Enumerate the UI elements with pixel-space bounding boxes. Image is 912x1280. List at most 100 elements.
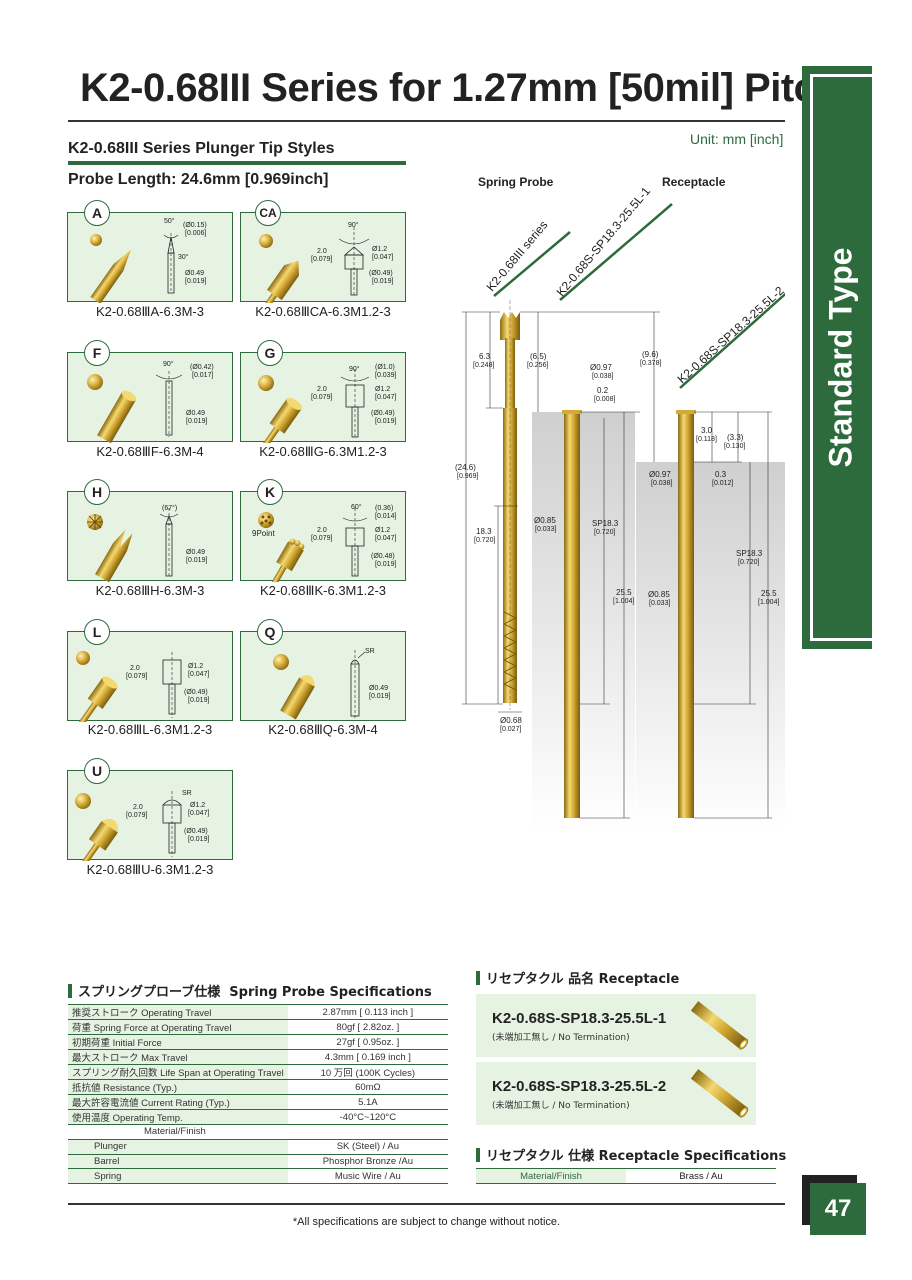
tip-top-view-icon xyxy=(258,375,274,391)
card-u-dim-3: Ø1.2 xyxy=(190,802,205,809)
spring-probe-heading: Spring Probe xyxy=(478,175,554,189)
tip-badge-u: U xyxy=(84,758,110,784)
spring-spec-heading: スプリングプローブ仕様 Spring Probe Specifications xyxy=(68,981,432,1000)
material-key: Plunger xyxy=(68,1139,288,1155)
material-value: Phosphor Bronze /Au xyxy=(287,1154,448,1170)
tip-card-k: 9Point 60° (0.36) [0.014] 2.0 [0.079] Ø1… xyxy=(240,491,406,582)
card-q-dim-2: [0.019] xyxy=(369,693,390,700)
dim-9-6: (9.6) xyxy=(642,350,659,359)
card-f-dim-2: [0.017] xyxy=(192,372,213,379)
dim-sp183b: SP18.3 xyxy=(736,549,763,558)
card-g-dim-5: Ø1.2 xyxy=(375,386,390,393)
card-g-dim-3: 2.0 xyxy=(317,386,327,393)
spec-value: 5.1A xyxy=(287,1094,448,1110)
card-f-dim-0: 90° xyxy=(163,360,174,368)
tip-badge-l: L xyxy=(84,619,110,645)
footer-rule xyxy=(68,1203,785,1205)
tip-card-a: 50° (Ø0.15) [0.006] 30° Ø0.49 [0.019] xyxy=(67,212,233,303)
card-u-dim-5: (Ø0.49) xyxy=(184,828,208,835)
card-ca-dim-1: 2.0 xyxy=(317,248,327,255)
tip-part-k: K2-0.68ⅢK-6.3M1.2-3 xyxy=(259,583,387,598)
card-g-dim-0: 90° xyxy=(349,365,360,373)
receptacle-spec-title-jp: リセプタクル 仕様 xyxy=(486,1149,595,1164)
spec-key: 初期荷重 Initial Force xyxy=(68,1034,288,1050)
tip-top-view-icon xyxy=(90,234,102,246)
tip-card-l: 2.0 [0.079] Ø1.2 [0.047] (Ø0.49) [0.019] xyxy=(67,631,233,722)
dim-068: Ø0.68 xyxy=(500,716,522,725)
material-heading: Material/Finish xyxy=(68,1124,288,1140)
dim-3-3-in: [0.130] xyxy=(724,443,745,450)
receptacle-item-2: K2-0.68S-SP18.3-25.5L-2 (未端加工無し / No Ter… xyxy=(476,1062,756,1125)
dim-097a-in: [0.038] xyxy=(592,373,613,380)
receptacle-item-1: K2-0.68S-SP18.3-25.5L-1 (未端加工無し / No Ter… xyxy=(476,994,756,1057)
dim-9-6-in: [0.378] xyxy=(640,360,661,367)
dim-0-2: 0.2 xyxy=(597,386,609,395)
card-l-dim-0: 2.0 xyxy=(130,665,140,672)
dim-0-3: 0.3 xyxy=(715,470,727,479)
spring-probe-icon xyxy=(500,300,520,710)
card-h-dim-1: Ø0.49 xyxy=(186,549,205,556)
card-g-dim-2: [0.039] xyxy=(375,372,396,379)
card-a-dim-1: (Ø0.15) xyxy=(183,222,207,229)
dim-255a: 25.5 xyxy=(616,588,632,597)
table-row: Material/Finish xyxy=(68,1124,448,1140)
receptacle-2-icon xyxy=(676,410,696,818)
card-u-dim-6: [0.019] xyxy=(188,836,209,843)
card-u-dim-4: [0.047] xyxy=(188,810,209,817)
receptacle-name: K2-0.68S-SP18.3-25.5L-1 xyxy=(492,1010,667,1027)
receptacle-spec-heading: リセプタクル 仕様 Receptacle Specifications xyxy=(476,1145,786,1164)
tip-part-u: K2-0.68ⅢU-6.3M1.2-3 xyxy=(86,862,214,877)
dim-097a: Ø0.97 xyxy=(590,363,612,372)
dim-085a: Ø0.85 xyxy=(534,516,556,525)
card-g-dim-8: [0.019] xyxy=(375,418,396,425)
dim-6-5: (6.5) xyxy=(530,352,547,361)
tip-part-ca: K2-0.68ⅢCA-6.3M1.2-3 xyxy=(255,304,391,319)
probe-length: Probe Length: 24.6mm [0.969inch] xyxy=(68,171,329,188)
card-a-dim-2: [0.006] xyxy=(185,230,206,237)
card-u-dim-0: SR xyxy=(182,790,192,797)
dim-085b-in: [0.033] xyxy=(649,600,670,607)
dim-18-3-in: [0.720] xyxy=(474,537,495,544)
card-ca-dim-6: [0.019] xyxy=(372,278,393,285)
dim-sp183b-in: [0.720] xyxy=(738,559,759,566)
card-g-dim-6: [0.047] xyxy=(375,394,396,401)
card-f-dim-1: (Ø0.42) xyxy=(190,364,214,371)
spec-value: 10 万回 (100K Cycles) xyxy=(287,1064,448,1080)
dim-24-6-in: [0.969] xyxy=(457,473,478,480)
dim-097b-in: [0.038] xyxy=(651,480,672,487)
footer-note: *All specifications are subject to chang… xyxy=(292,1216,561,1228)
dim-068-in: [0.027] xyxy=(500,726,521,733)
title-rule xyxy=(68,120,785,122)
receptacle-tube-icon xyxy=(690,1001,749,1050)
receptacle-name: K2-0.68S-SP18.3-25.5L-2 xyxy=(492,1078,667,1095)
tip-card-q: SR Ø0.49 [0.019] xyxy=(240,631,406,721)
card-a-dim-5: [0.019] xyxy=(185,278,206,285)
spec-key: 荷重 Spring Force at Operating Travel xyxy=(68,1019,288,1035)
card-k-dim-0: 60° xyxy=(351,503,362,511)
tip-badge-a: A xyxy=(84,200,110,226)
card-k-dim-5: Ø1.2 xyxy=(375,527,390,534)
dim-6-3-in: [0.248] xyxy=(473,362,494,369)
spec-key: Material/Finish xyxy=(476,1168,626,1184)
dim-3-3: (3.3) xyxy=(727,433,744,442)
receptacle-tube-icon xyxy=(690,1069,749,1118)
card-k-dim-8: [0.019] xyxy=(375,561,396,568)
tip-part-l: K2-0.68ⅢL-6.3M1.2-3 xyxy=(87,722,213,737)
spec-key: 最大ストローク Max Travel xyxy=(68,1049,288,1065)
card-q-dim-1: Ø0.49 xyxy=(369,685,388,692)
tip-k-top-icon xyxy=(258,512,274,528)
card-l-dim-5: [0.019] xyxy=(188,697,209,704)
tip-badge-h: H xyxy=(84,479,110,505)
dim-255b: 25.5 xyxy=(761,589,777,598)
tip-styles-heading: K2-0.68III Series Plunger Tip Styles xyxy=(68,140,335,157)
card-k-dim-3: 2.0 xyxy=(317,527,327,534)
card-ca-dim-4: [0.047] xyxy=(372,254,393,261)
spec-key: スプリング耐久回数 Life Span at Operating Travel xyxy=(68,1064,288,1080)
tip-badge-f: F xyxy=(84,340,110,366)
tip-card-u: SR 2.0 [0.079] Ø1.2 [0.047] (Ø0.49) [0.0… xyxy=(67,770,233,861)
card-l-dim-2: Ø1.2 xyxy=(188,663,203,670)
